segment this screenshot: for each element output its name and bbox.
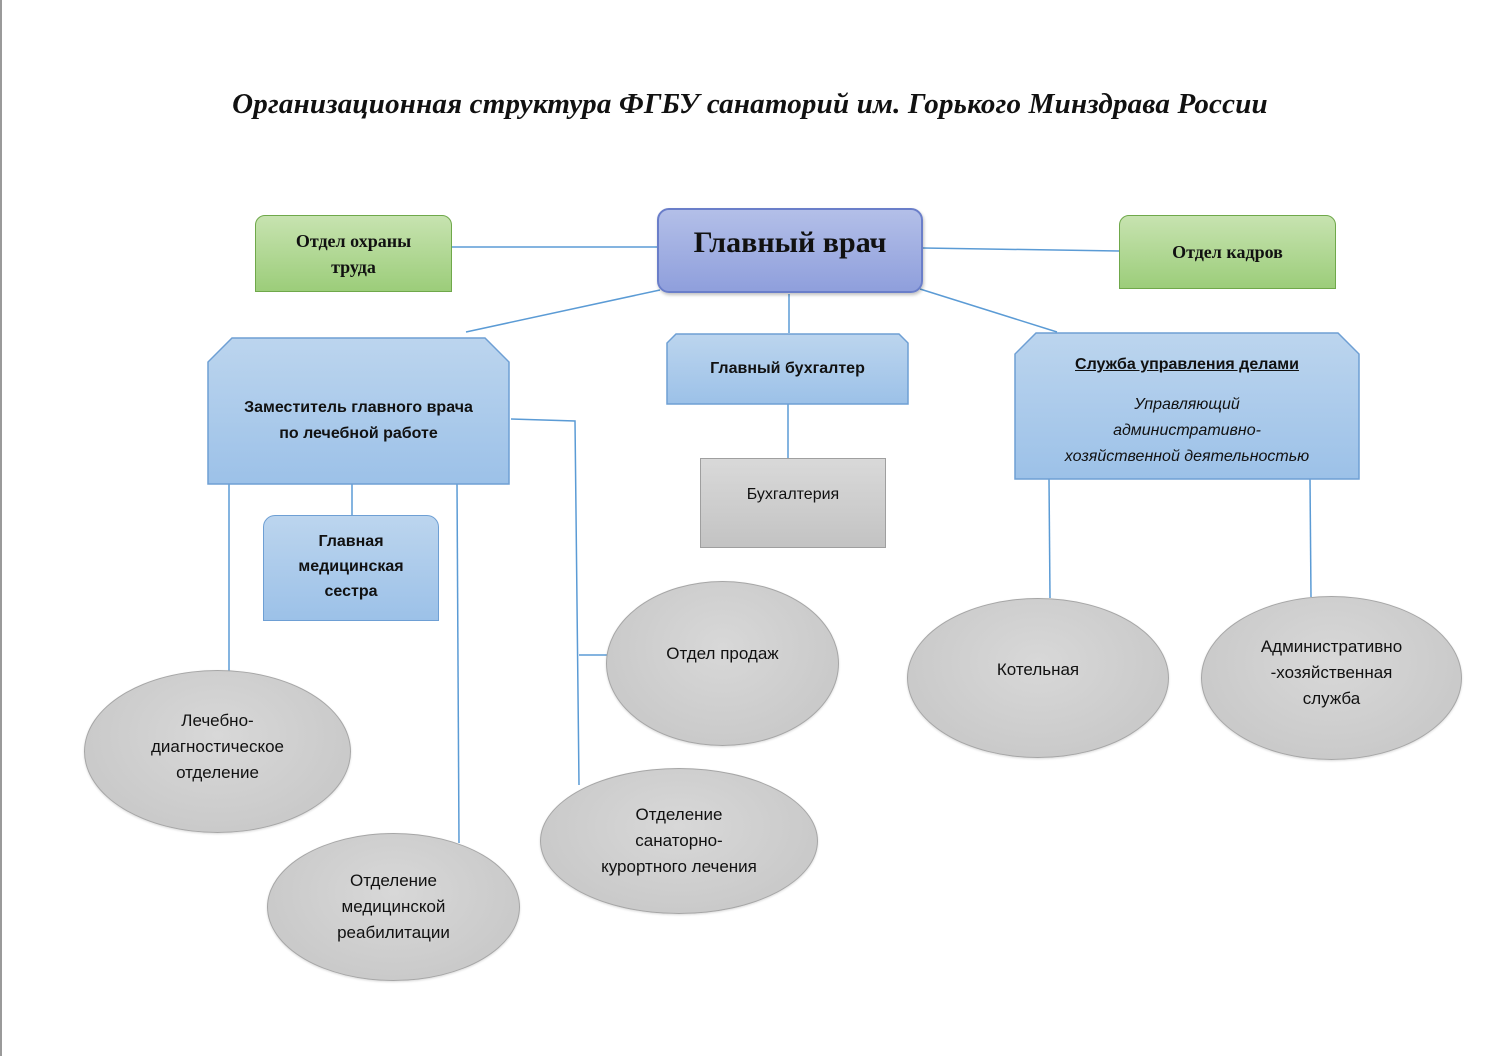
admin-service-line-2: -хозяйственная — [1270, 663, 1393, 682]
node-admin-service: Административно -хозяйственная служба — [1201, 596, 1462, 760]
diagram-title: Организационная структура ФГБУ санаторий… — [232, 88, 1268, 120]
rehab-line-1: Отделение — [350, 871, 437, 890]
affairs-subtitle-line-2: административно- — [1113, 422, 1261, 439]
link-chief-affairs — [919, 288, 1058, 333]
sanatorium-line-1: Отделение — [635, 805, 723, 824]
diagnostic-line-2: диагностическое — [150, 736, 285, 756]
page-edge — [0, 0, 2, 1056]
sanatorium-line-2: санаторно- — [635, 831, 723, 850]
accounting-label: Бухгалтерия — [746, 486, 840, 503]
diagnostic-line-3: отделение — [176, 762, 259, 782]
head-nurse-line-1: Главная — [318, 532, 384, 550]
affairs-shape — [1014, 332, 1360, 480]
affairs-subtitle-line-1: Управляющий — [1134, 396, 1240, 413]
chief-accountant-label: Главный бухгалтер — [710, 360, 865, 377]
admin-service-line-1: Административно — [1260, 637, 1403, 656]
affairs-heading: Служба управления делами — [1075, 356, 1299, 373]
affairs-subtitle-line-3: хозяйственной деятельностью — [1064, 448, 1310, 465]
link-deputy-rehab — [456, 482, 460, 844]
node-sanatorium-treatment: Отделение санаторно- курортного лечения — [540, 768, 818, 914]
admin-service-line-3: служба — [1302, 689, 1361, 708]
link-affairs-admin — [1309, 478, 1312, 598]
head-nurse-line-2: медицинская — [298, 557, 404, 575]
rehab-line-3: реабилитации — [337, 923, 450, 942]
node-labor-protection: Отдел охраны труда — [255, 215, 452, 292]
link-chief-deputy — [465, 289, 661, 333]
labor-protection-line-2: труда — [331, 256, 376, 277]
deputy-shape — [207, 337, 510, 485]
head-nurse-line-3: сестра — [324, 582, 378, 600]
deputy-line-1: Заместитель главного врача — [244, 399, 473, 416]
hr-label: Отдел кадров — [1172, 242, 1283, 262]
link-affairs-boiler — [1048, 478, 1051, 599]
node-head-nurse: Главная медицинская сестра — [263, 515, 439, 621]
chief-accountant-shape — [666, 333, 909, 405]
sanatorium-line-3: курортного лечения — [601, 857, 757, 876]
node-chief-doctor: Главный врач — [657, 208, 923, 293]
sales-label: Отдел продаж — [666, 643, 779, 663]
link-deputy-right-branch — [510, 418, 580, 786]
deputy-line-2: по лечебной работе — [279, 425, 438, 442]
boiler-label: Котельная — [996, 660, 1080, 679]
node-accounting: Бухгалтерия — [700, 458, 886, 548]
node-rehab: Отделение медицинской реабилитации — [267, 833, 520, 981]
node-hr: Отдел кадров — [1119, 215, 1336, 289]
node-deputy: Заместитель главного врача по лечебной р… — [207, 337, 510, 485]
node-chief-accountant: Главный бухгалтер — [666, 333, 909, 405]
diagnostic-line-1: Лечебно- — [181, 710, 254, 730]
node-affairs-management: Служба управления делами Управляющий адм… — [1014, 332, 1360, 480]
chief-doctor-label: Главный врач — [693, 225, 887, 259]
node-sales: Отдел продаж — [606, 581, 839, 746]
node-diagnostic: Лечебно- диагностическое отделение — [84, 670, 351, 833]
labor-protection-line-1: Отдел охраны — [295, 230, 412, 251]
node-boiler-house: Котельная — [907, 598, 1169, 758]
rehab-line-2: медицинской — [341, 897, 446, 916]
link-chief-hr — [922, 247, 1120, 252]
